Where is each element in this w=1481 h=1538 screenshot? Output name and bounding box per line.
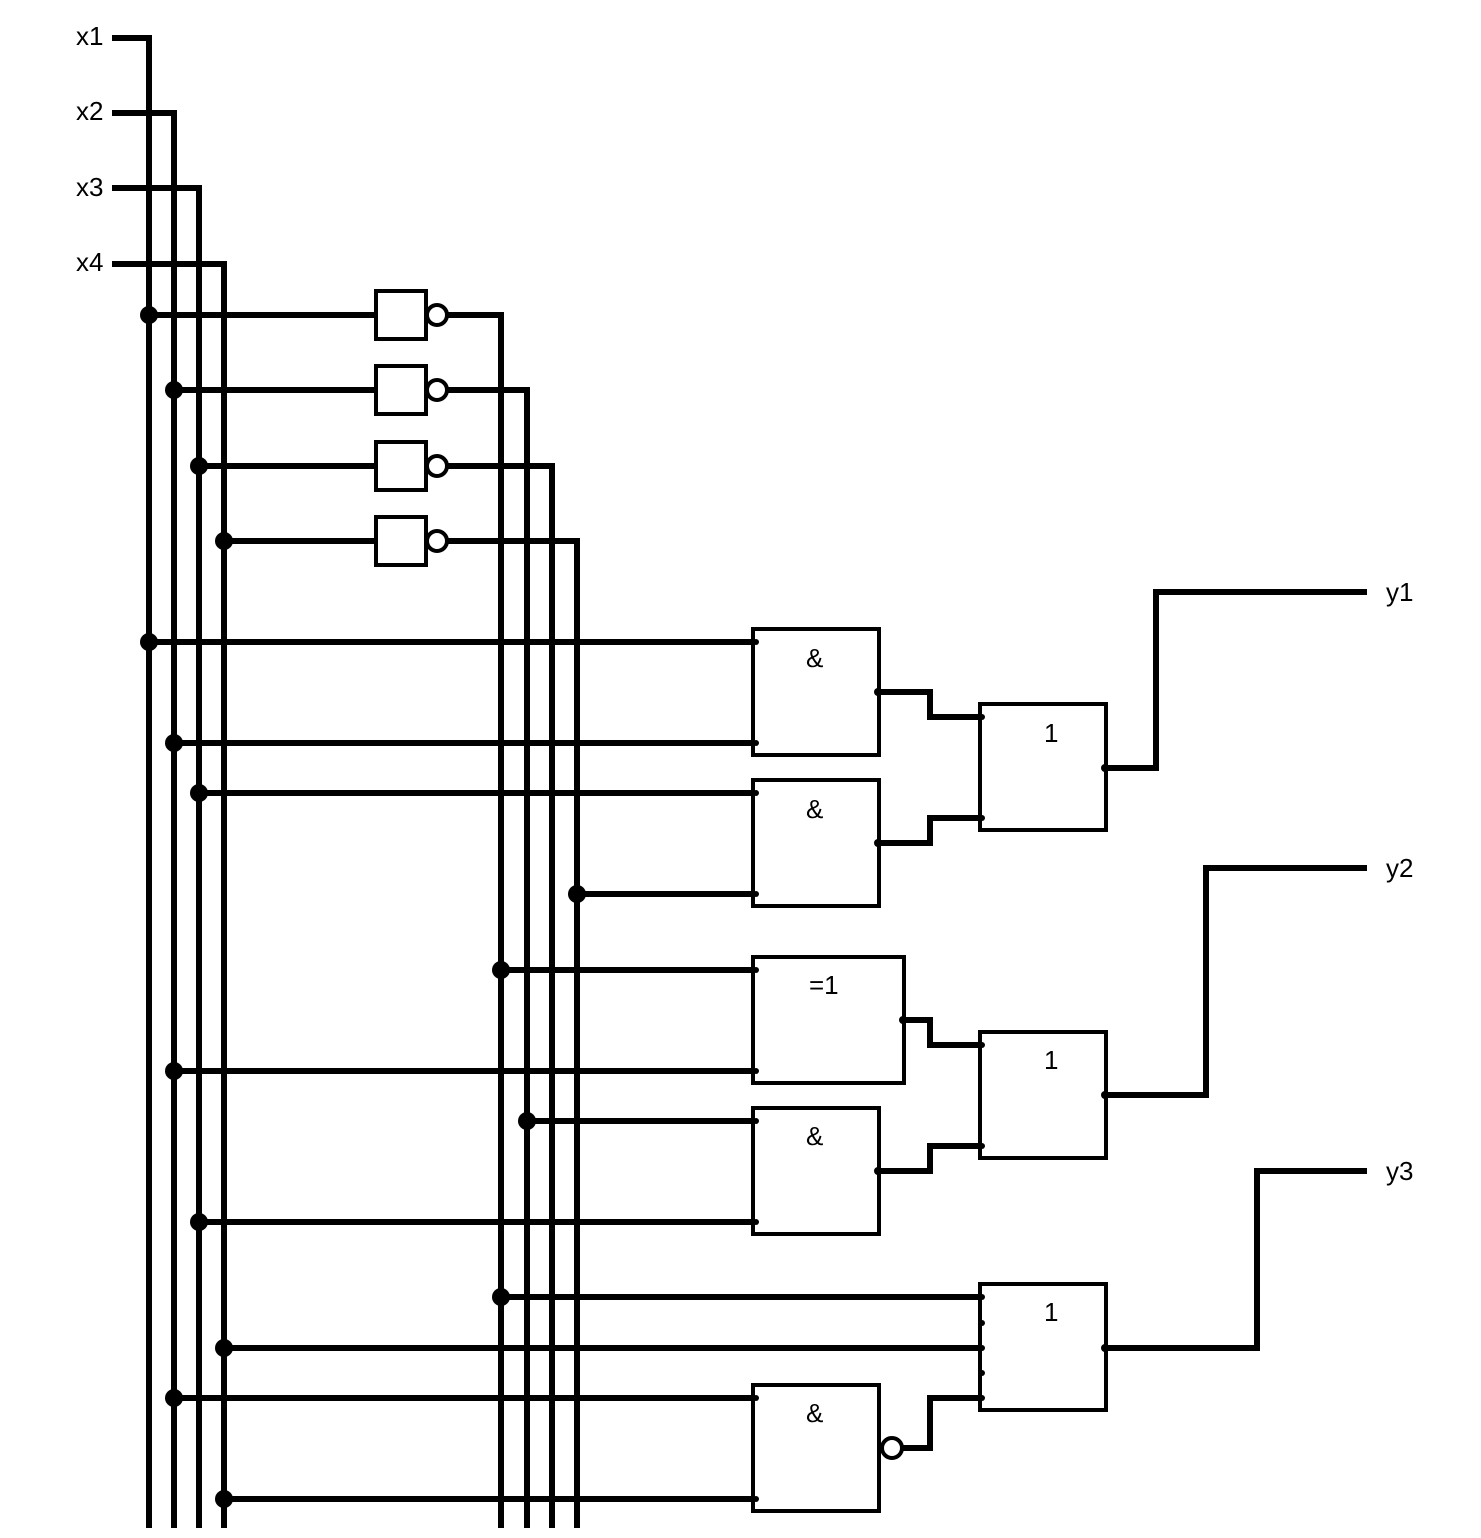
input-label-x4: x4 bbox=[76, 247, 103, 277]
or-gate-1-symbol: 1 bbox=[1044, 718, 1058, 748]
wire-and3-out bbox=[878, 1143, 980, 1174]
and-gate-2: & bbox=[751, 778, 882, 908]
output-label-y2: y2 bbox=[1386, 853, 1413, 883]
xor-gate-symbol: =1 bbox=[809, 970, 839, 1000]
inverter-2 bbox=[174, 364, 530, 1528]
input-label-x1: x1 bbox=[76, 21, 103, 51]
nand-gate-symbol: & bbox=[806, 1398, 823, 1428]
or-gate-3-symbol: 1 bbox=[1044, 1297, 1058, 1327]
inverter-1 bbox=[149, 289, 504, 1528]
or-gate-3: 1 bbox=[978, 1282, 1109, 1412]
and-gate-3-symbol: & bbox=[806, 1121, 823, 1151]
wire-y1 bbox=[1105, 589, 1367, 771]
or-gate-1: 1 bbox=[978, 702, 1109, 832]
or-gate-2-symbol: 1 bbox=[1044, 1045, 1058, 1075]
wire-and1-out bbox=[878, 689, 980, 720]
junction-dots bbox=[140, 306, 586, 1508]
bus-x3 bbox=[112, 185, 202, 1528]
input-label-x3: x3 bbox=[76, 172, 103, 202]
input-label-x2: x2 bbox=[76, 96, 103, 126]
bus-x2 bbox=[112, 110, 177, 1528]
and-gate-1-symbol: & bbox=[806, 643, 823, 673]
output-label-y1: y1 bbox=[1386, 577, 1413, 607]
wire-nand-out bbox=[902, 1395, 980, 1451]
wire-and2-out bbox=[878, 815, 980, 846]
wire-xor-out bbox=[903, 1017, 980, 1048]
output-label-y3: y3 bbox=[1386, 1156, 1413, 1186]
inverter-3 bbox=[199, 440, 555, 1528]
wire-y2 bbox=[1105, 865, 1367, 1098]
and-gate-2-symbol: & bbox=[806, 794, 823, 824]
bus-not-x4 bbox=[447, 538, 580, 1528]
inverter-4 bbox=[224, 515, 580, 1528]
and-gate-3: & bbox=[751, 1106, 882, 1236]
bus-x1 bbox=[112, 35, 152, 1528]
or-gate-2: 1 bbox=[978, 1030, 1109, 1160]
nand-gate: & bbox=[751, 1383, 904, 1513]
bus-not-x2 bbox=[447, 387, 530, 1528]
bus-x4 bbox=[112, 261, 227, 1528]
xor-gate: =1 bbox=[751, 955, 907, 1085]
bus-not-x1 bbox=[447, 312, 504, 1528]
bus-not-x3 bbox=[447, 463, 555, 1528]
wire-y3 bbox=[1105, 1168, 1367, 1351]
and-gate-1: & bbox=[751, 627, 882, 757]
